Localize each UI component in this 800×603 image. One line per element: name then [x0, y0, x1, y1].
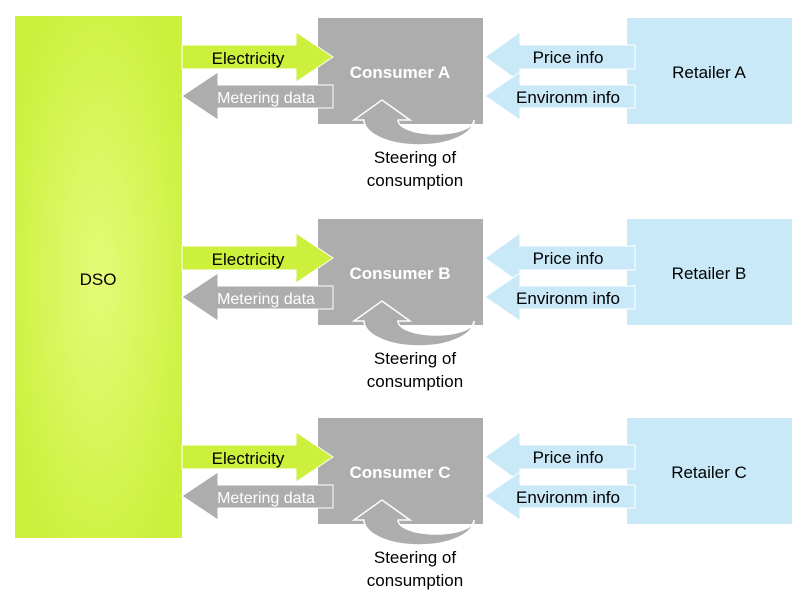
- steering-label-line2: consumption: [367, 571, 463, 590]
- metering-data-arrow: [181, 471, 334, 521]
- consumer-label: Consumer A: [350, 63, 450, 82]
- environm-info-label: Environm info: [516, 488, 620, 507]
- price-info-arrow: [484, 431, 636, 483]
- consumer-label: Consumer B: [349, 264, 450, 283]
- environm-info-arrow: [484, 71, 636, 121]
- metering-data-arrow: [181, 272, 334, 322]
- retailer-label: Retailer A: [672, 63, 746, 82]
- retailer-label: Retailer B: [672, 264, 747, 283]
- steering-curved-arrow: [351, 300, 475, 347]
- electricity-arrow: [181, 431, 334, 483]
- retailer-box: [627, 418, 792, 524]
- metering-data-arrow-label: Metering data: [217, 490, 315, 507]
- retailer-box: [627, 219, 792, 325]
- price-info-label: Price info: [533, 448, 604, 467]
- consumer-row-a: Consumer A Retailer A Electricity Meteri…: [181, 18, 792, 190]
- electricity-arrow-label: Electricity: [212, 250, 285, 269]
- metering-data-arrow-label: Metering data: [217, 291, 315, 308]
- steering-label-line2: consumption: [367, 171, 463, 190]
- price-info-arrow: [484, 232, 636, 284]
- consumer-row-b: Consumer B Retailer B Electricity Meteri…: [181, 219, 792, 391]
- steering-label-line1: Steering of: [374, 349, 456, 368]
- consumer-box: [318, 219, 483, 325]
- consumer-label: Consumer C: [349, 463, 450, 482]
- retailer-box: [627, 18, 792, 124]
- dso-label: DSO: [80, 270, 117, 289]
- steering-curved-arrow: [351, 499, 475, 546]
- electricity-arrow-label: Electricity: [212, 49, 285, 68]
- dso-box: [15, 16, 182, 538]
- consumer-row-c: Consumer C Retailer C Electricity Meteri…: [181, 418, 792, 590]
- electricity-arrow-label: Electricity: [212, 449, 285, 468]
- environm-info-label: Environm info: [516, 289, 620, 308]
- electricity-arrow: [181, 31, 334, 83]
- steering-label-line2: consumption: [367, 372, 463, 391]
- price-info-arrow: [484, 31, 636, 83]
- consumer-box: [318, 418, 483, 524]
- steering-curved-arrow: [351, 99, 475, 146]
- electricity-arrow: [181, 232, 334, 284]
- price-info-label: Price info: [533, 249, 604, 268]
- environm-info-label: Environm info: [516, 88, 620, 107]
- steering-label-line1: Steering of: [374, 548, 456, 567]
- metering-data-arrow: [181, 71, 334, 121]
- metering-data-arrow-label: Metering data: [217, 90, 315, 107]
- consumer-box: [318, 18, 483, 124]
- environm-info-arrow: [484, 272, 636, 322]
- retailer-label: Retailer C: [671, 463, 747, 482]
- environm-info-arrow: [484, 471, 636, 521]
- steering-label-line1: Steering of: [374, 148, 456, 167]
- price-info-label: Price info: [533, 48, 604, 67]
- dso-block: DSO: [15, 16, 182, 538]
